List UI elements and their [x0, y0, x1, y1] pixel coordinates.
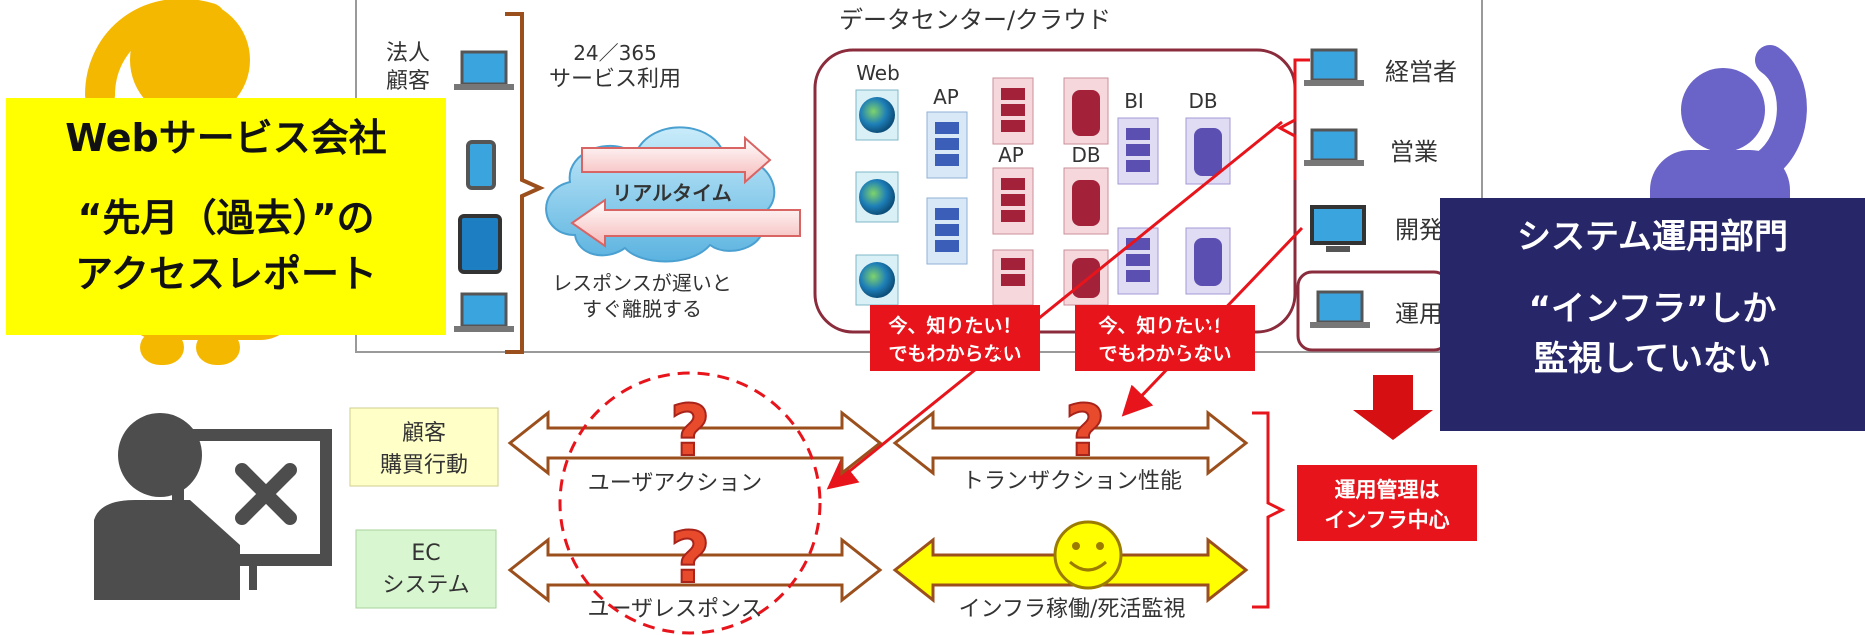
question-icon-2: ? — [1065, 390, 1106, 472]
bi-icon-2 — [1117, 227, 1159, 295]
db-purple-icon-2 — [1185, 227, 1231, 295]
left-panel-title: Webサービス会社 — [65, 116, 387, 160]
presenter-x-icon — [94, 413, 332, 600]
label-db-1: DB — [1071, 143, 1100, 167]
user-action-label: ユーザアクション — [588, 471, 762, 496]
response-line1: レスポンスが遅いと — [552, 271, 732, 295]
bi-server-icons — [1117, 117, 1159, 295]
callout-2-line2: でもわからない — [1098, 343, 1231, 365]
db-purple-icon-1 — [1185, 117, 1231, 185]
role-dev: 開発 — [1310, 205, 1443, 252]
ops-box-line1: 運用管理は — [1335, 478, 1440, 502]
label-ap-2: AP — [998, 143, 1024, 167]
right-panel-title: システム運用部門 — [1517, 217, 1788, 257]
label-db-2: DB — [1188, 89, 1217, 113]
tablet-icon — [458, 214, 502, 274]
roles-bracket — [1276, 58, 1310, 180]
role-label-dev: 開発 — [1395, 216, 1443, 244]
role-ops: 運用 — [1296, 270, 1450, 352]
infra-label: インフラ稼働/死活監視 — [959, 597, 1186, 622]
laptop-icon-sales — [1304, 128, 1364, 166]
role-label-sales: 営業 — [1390, 138, 1438, 166]
focus-dashed-circle — [558, 371, 822, 635]
web-server-icon-1 — [855, 89, 899, 141]
laptop-icon-1 — [454, 50, 514, 90]
role-exec: 経営者 — [1304, 48, 1457, 86]
web-server-icon-2 — [855, 171, 899, 223]
corp-label-line1: 法人 — [386, 41, 430, 66]
db-red-icon-3 — [1063, 249, 1109, 306]
user-response-arrow — [507, 536, 883, 604]
realtime-label: リアルタイム — [612, 181, 731, 205]
left-panel-line3: アクセスレポート — [74, 252, 378, 296]
ap-server-icon-2 — [926, 197, 968, 265]
ec-label-line2: システム — [382, 573, 469, 598]
ec-label-box: EC システム — [355, 529, 497, 609]
right-panel: システム運用部門 “インフラ”しか 監視していない — [1440, 198, 1865, 431]
callout-1-line1: 今、知りたい！ — [887, 314, 1021, 337]
service-line1: 24／365 — [573, 41, 657, 65]
right-panel-line3: 監視していない — [1534, 339, 1771, 379]
ops-box-line2: インフラ中心 — [1324, 508, 1449, 532]
user-action-arrow — [507, 409, 883, 477]
ap-server-icons-red — [992, 77, 1034, 306]
ap-red-icon-2 — [992, 167, 1034, 235]
transaction-label: トランザクション性能 — [962, 469, 1182, 494]
db-server-icons-purple — [1185, 117, 1231, 295]
label-ap-1: AP — [933, 85, 959, 109]
customer-label-line2: 購買行動 — [380, 453, 468, 478]
transaction-arrow — [892, 409, 1249, 477]
red-arrow-to-transaction — [1121, 226, 1304, 417]
bi-icon-1 — [1117, 117, 1159, 185]
db-server-icons-red — [1063, 77, 1109, 306]
role-label-ops: 運用 — [1395, 300, 1443, 328]
customer-label-line1: 顧客 — [402, 421, 446, 446]
service-line2: サービス利用 — [549, 67, 681, 92]
rows-bracket — [1252, 411, 1286, 609]
left-panel: Webサービス会社 “先月（過去）”の アクセスレポート — [6, 98, 446, 335]
db-red-icon-2 — [1063, 167, 1109, 235]
laptop-icon-ops — [1310, 290, 1370, 328]
ap-red-icon-1 — [992, 77, 1034, 145]
callout-2-line1: 今、知りたい！ — [1097, 314, 1231, 337]
question-icon-1: ? — [670, 390, 711, 472]
callout-2: 今、知りたい！ でもわからない — [1075, 305, 1255, 371]
left-panel-line2: “先月（過去）”の — [77, 196, 375, 240]
datacenter-title: データセンター/クラウド — [839, 6, 1111, 34]
smartphone-icon — [466, 140, 496, 190]
response-line2: すぐ離脱する — [582, 297, 702, 321]
monitor-icon-dev — [1310, 205, 1366, 252]
client-devices — [454, 50, 514, 332]
down-arrow-icon — [1353, 375, 1433, 440]
ap-red-icon-3 — [992, 249, 1034, 306]
callout-1-line2: でもわからない — [888, 343, 1021, 365]
customer-label-box: 顧客 購買行動 — [349, 407, 499, 487]
web-server-icon-3 — [855, 254, 899, 306]
red-arrow-to-user-action — [826, 120, 1283, 490]
ec-label-line1: EC — [411, 541, 440, 566]
label-web: Web — [856, 61, 900, 85]
client-bracket — [505, 12, 545, 354]
realtime-arrow-right — [581, 135, 772, 185]
smiley-icon — [1053, 520, 1123, 590]
corp-label-line2: 顧客 — [386, 69, 430, 94]
laptop-icon-exec — [1304, 48, 1364, 86]
role-label-exec: 経営者 — [1385, 58, 1457, 86]
laptop-icon-2 — [454, 292, 514, 332]
question-icon-3: ? — [670, 517, 711, 599]
right-panel-line2: “インフラ”しか — [1528, 289, 1777, 329]
ap-server-icon-1 — [926, 111, 968, 179]
db-red-icon-1 — [1063, 77, 1109, 145]
role-sales: 営業 — [1304, 128, 1438, 166]
label-bi: BI — [1124, 89, 1144, 113]
ap-server-icons-blue — [926, 111, 968, 265]
ops-focus-box: 運用管理は インフラ中心 — [1297, 465, 1477, 541]
web-server-icons — [855, 89, 899, 306]
realtime-arrow-left — [570, 198, 801, 248]
